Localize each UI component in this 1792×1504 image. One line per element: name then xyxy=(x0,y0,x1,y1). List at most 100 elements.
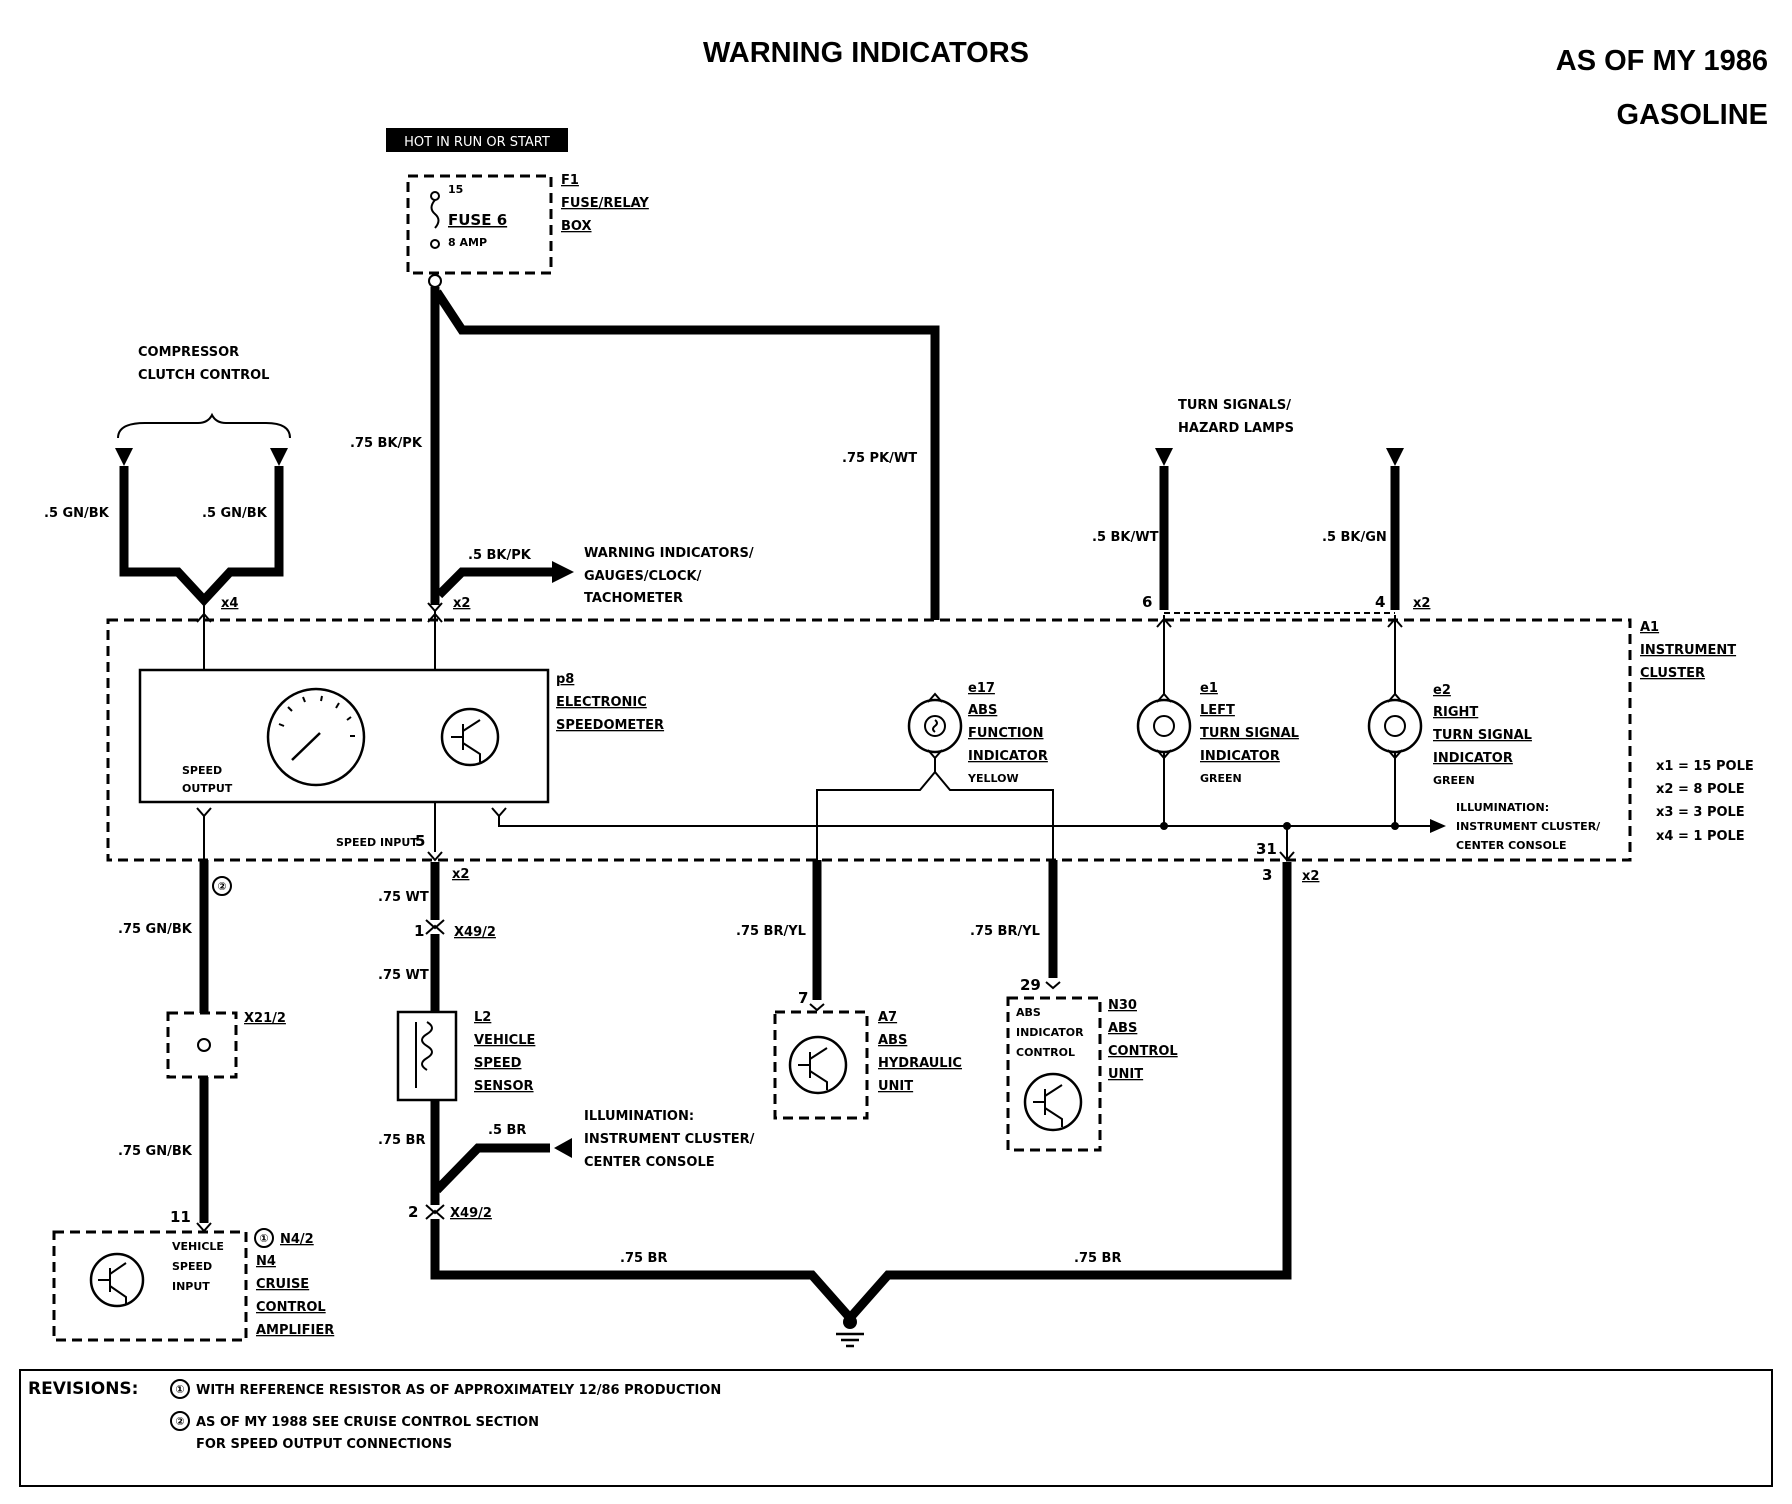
cluster-illumination-bus xyxy=(498,816,1430,827)
x49-2-connector-symbol-top xyxy=(425,919,445,935)
x49-2-label-bottom: X49/2 xyxy=(450,1206,492,1221)
hot-in-run-badge xyxy=(386,128,568,152)
cruise-control-amplifier xyxy=(52,1230,248,1342)
cruise-name-3: AMPLIFIER xyxy=(256,1323,334,1338)
cruise-rev-mark: ① xyxy=(259,1232,268,1245)
cruise-transistor-icon xyxy=(89,1252,145,1308)
turn-pin-left: 6 xyxy=(1142,593,1152,611)
rev-mark-2-circle xyxy=(212,876,232,896)
feed-connector-mark xyxy=(427,612,443,623)
cluster-illum-label-1: ILLUMINATION: xyxy=(1456,801,1549,814)
speed-input-wire-lower-label: .75 WT xyxy=(378,968,429,983)
fuse-box-name-2: BOX xyxy=(561,219,592,234)
fuse-relay-box xyxy=(406,174,553,275)
vehicle-speed-sensor xyxy=(396,1010,458,1102)
a7-name-1: ABS xyxy=(878,1033,907,1048)
cruise-input-label-1: VEHICLE xyxy=(172,1240,224,1253)
wire-gn-bk-compressor xyxy=(119,466,284,607)
pole-legend-3: x3 = 3 POLE xyxy=(1656,805,1745,820)
cluster-name-2: CLUSTER xyxy=(1640,666,1705,681)
abs-indicator-color: YELLOW xyxy=(967,772,1019,785)
wire-pk-wt-label: .75 PK/WT xyxy=(842,451,917,466)
compressor-connector-symbol xyxy=(196,612,212,623)
hot-in-run-label: HOT IN RUN OR START xyxy=(404,135,550,150)
sensor-illum-arrow xyxy=(554,1138,572,1158)
a7-wire-label: .75 BR/YL xyxy=(736,924,806,939)
x49-2-connector-symbol-bottom xyxy=(425,1204,445,1220)
cluster-name-1: INSTRUMENT xyxy=(1640,643,1736,658)
speed-input-label: SPEED INPUT xyxy=(336,836,418,849)
connector-x21-2 xyxy=(166,1011,238,1079)
speed-output-label-2: OUTPUT xyxy=(182,782,233,795)
ground-icon xyxy=(836,1332,864,1348)
n30-inner-label-3: CONTROL xyxy=(1016,1046,1075,1059)
x49-2-label-top: X49/2 xyxy=(454,925,496,940)
left-turn-id: e1 xyxy=(1200,681,1218,696)
revision-2-mark: ② xyxy=(175,1415,184,1428)
n30-inner-label-2: INDICATOR xyxy=(1016,1026,1084,1039)
abs-hydraulic-unit xyxy=(773,1010,869,1120)
right-turn-name-2: TURN SIGNAL xyxy=(1433,728,1532,743)
revision-2-text-2: FOR SPEED OUTPUT CONNECTIONS xyxy=(196,1437,452,1452)
wire-bk-pk-branch xyxy=(435,567,555,599)
fuse-box-id: F1 xyxy=(561,173,579,188)
abs-lamp-filament xyxy=(924,715,946,737)
a7-name-2: HYDRAULIC xyxy=(878,1056,962,1071)
ground-point xyxy=(843,1315,857,1329)
x21-2-label: X21/2 xyxy=(244,1011,286,1026)
diagram-title: WARNING INDICATORS xyxy=(703,37,1029,69)
cluster-illum-label-2: INSTRUMENT CLUSTER/ xyxy=(1456,820,1601,833)
a7-id: A7 xyxy=(878,1010,897,1025)
instrument-cluster-boundary xyxy=(106,618,1632,862)
compressor-right-arrow xyxy=(270,448,288,466)
fuse-output-terminal xyxy=(428,274,442,288)
right-turn-color: GREEN xyxy=(1433,774,1475,787)
sensor-illum-label-1: ILLUMINATION: xyxy=(584,1109,694,1124)
right-turn-name-3: INDICATOR xyxy=(1433,751,1513,766)
ground-connector-symbol xyxy=(1279,851,1295,862)
cruise-alt-id: N4/2 xyxy=(280,1232,314,1247)
cruise-input-label-3: INPUT xyxy=(172,1280,210,1293)
ground-wire-right-label: .75 BR xyxy=(1074,1251,1121,1266)
speed-output-wire-lower-label: .75 GN/BK xyxy=(118,1144,193,1159)
sensor-name-2: SPEED xyxy=(474,1056,522,1071)
sensor-illum-label-2: INSTRUMENT CLUSTER/ xyxy=(584,1132,755,1147)
speedometer-ticks xyxy=(278,695,355,737)
ground-conn-label: x2 xyxy=(1302,869,1319,884)
a7-connector-symbol xyxy=(809,1003,825,1012)
revision-2-text-1: AS OF MY 1988 SEE CRUISE CONTROL SECTION xyxy=(196,1415,539,1430)
speed-input-wire-upper-label: .75 WT xyxy=(378,890,429,905)
compressor-conn-label: x4 xyxy=(221,596,238,611)
illum-connector-symbol xyxy=(491,807,507,818)
sensor-name-3: SENSOR xyxy=(474,1079,534,1094)
feed-conn-label: x2 xyxy=(453,596,470,611)
revision-1-text: WITH REFERENCE RESISTOR AS OF APPROXIMAT… xyxy=(196,1383,721,1398)
rev-mark-2: ② xyxy=(217,880,226,893)
a7-pin: 7 xyxy=(798,989,808,1007)
turn-wire-left-label: .5 BK/WT xyxy=(1092,530,1159,545)
sensor-ground-wire-label: .75 BR xyxy=(378,1133,425,1148)
speed-output-wire-upper-label: .75 GN/BK xyxy=(118,922,193,937)
cruise-input-label-2: SPEED xyxy=(172,1260,212,1273)
a7-transistor-leads xyxy=(798,1047,828,1090)
a7-name-3: UNIT xyxy=(878,1079,913,1094)
x21-2-terminal xyxy=(197,1038,211,1052)
right-turn-lamp-icon xyxy=(1367,698,1423,754)
pole-legend-2: x2 = 8 POLE xyxy=(1656,782,1745,797)
ground-pin-inner: 31 xyxy=(1256,840,1277,858)
cluster-illum-arrow xyxy=(1430,819,1446,833)
cluster-id: A1 xyxy=(1640,620,1659,635)
right-turn-name-1: RIGHT xyxy=(1433,705,1478,720)
speed-sensor-coil-icon xyxy=(421,1021,433,1071)
engine-label: GASOLINE xyxy=(1617,99,1768,131)
fuse-top-terminal xyxy=(430,191,440,201)
speed-input-pin: 5 xyxy=(415,832,425,850)
turn-left-connector-symbol xyxy=(1156,617,1172,628)
n30-connector-symbol xyxy=(1045,981,1061,990)
branch-arrow xyxy=(552,561,574,583)
abs-indicator-leads xyxy=(816,758,1054,860)
revision-2-circle xyxy=(170,1411,190,1431)
fuse-terminal-label: 15 xyxy=(448,183,463,196)
abs-indicator-name-3: INDICATOR xyxy=(968,749,1048,764)
turn-signals-label-2: HAZARD LAMPS xyxy=(1178,421,1294,436)
